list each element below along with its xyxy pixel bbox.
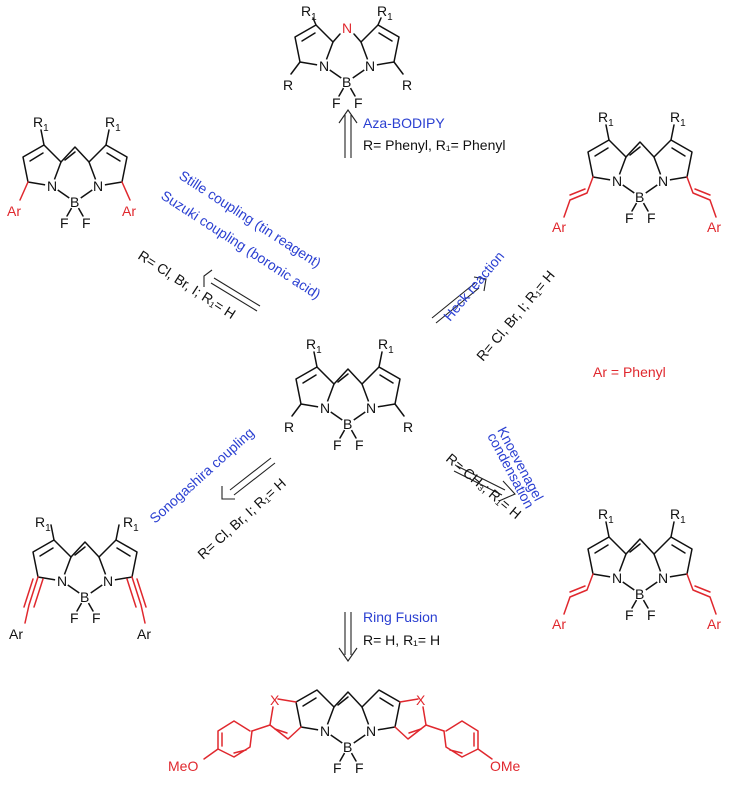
nitrogen-atom-left: N <box>612 173 622 189</box>
r1-substituent-right: R1 <box>670 109 686 129</box>
methoxy-group-left: MeO <box>168 758 198 774</box>
nitrogen-atom-right: N <box>103 573 113 589</box>
ring-fused-product-structure: N N B F F X X MeO OMe <box>168 689 521 776</box>
nitrogen-atom-left: N <box>320 400 330 416</box>
r-substituent-left: R <box>283 77 293 93</box>
aryl-substituent-left: Ar <box>9 626 23 642</box>
arrow-to-aza-bodipy <box>338 109 358 158</box>
heck-reaction-label: Heck reaction <box>440 248 507 324</box>
heteroatom-x-right: X <box>416 692 426 708</box>
boron-atom: B <box>635 586 644 602</box>
aryl-substituent-right: Ar <box>707 219 721 235</box>
r1-substituent-left: R1 <box>598 109 614 129</box>
r-substituent-right: R <box>403 419 413 435</box>
r-substituent-left: R <box>284 419 294 435</box>
aryl-definition-label: Ar = Phenyl <box>593 364 666 380</box>
aryl-substituent-left: Ar <box>7 203 21 219</box>
ring-fusion-conditions: R= H, R₁= H <box>363 632 440 648</box>
aza-bodipy-conditions: R= Phenyl, R₁= Phenyl <box>363 137 505 153</box>
aza-bodipy-structure: N N N B F F R1 R1 R R <box>283 3 412 111</box>
boron-atom: B <box>343 739 352 755</box>
arrow-to-ring-fused-product <box>338 612 358 662</box>
nitrogen-atom-right: N <box>365 58 375 74</box>
aza-nitrogen-atom: N <box>342 20 352 36</box>
sonogashira-product-structure: N N B F F R1 R1 Ar Ar <box>9 514 151 642</box>
fluorine-atom-left: F <box>70 610 79 626</box>
nitrogen-atom-right: N <box>366 400 376 416</box>
fluorine-atom-left: F <box>333 437 342 453</box>
fluorine-atom-right: F <box>92 610 101 626</box>
r1-substituent-right: R1 <box>378 336 394 356</box>
aryl-substituent-right: Ar <box>707 616 721 632</box>
heteroatom-x-left: X <box>270 692 280 708</box>
r1-substituent-left: R1 <box>598 506 614 526</box>
stille-suzuki-product-structure: N N B F F R1 R1 Ar Ar <box>7 114 136 231</box>
r1-substituent-right: R1 <box>670 506 686 526</box>
r1-substituent-left: R1 <box>301 3 317 23</box>
r1-substituent-right: R1 <box>377 3 393 23</box>
boron-atom: B <box>70 194 79 210</box>
arrow-to-knoevenagel-product <box>453 465 516 502</box>
nitrogen-atom-left: N <box>319 58 329 74</box>
fluorine-atom-right: F <box>647 607 656 623</box>
arrow-to-stille-suzuki-product <box>203 269 261 312</box>
r-substituent-right: R <box>402 77 412 93</box>
aryl-substituent-right: Ar <box>137 626 151 642</box>
aryl-substituent-left: Ar <box>552 616 566 632</box>
aryl-substituent-left: Ar <box>552 219 566 235</box>
fluorine-atom-left: F <box>625 210 634 226</box>
arrow-to-sonogashira-product <box>221 457 276 500</box>
methoxy-group-right: OMe <box>490 758 521 774</box>
fluorine-atom-right: F <box>355 760 364 776</box>
knoevenagel-product-structure: N N B F F R1 R1 Ar Ar <box>552 506 721 632</box>
r1-substituent-right: R1 <box>123 514 139 534</box>
fluorine-atom-left: F <box>332 95 341 111</box>
fluorine-atom-left: F <box>60 215 69 231</box>
fluorine-atom-left: F <box>333 760 342 776</box>
fluorine-atom-right: F <box>354 95 363 111</box>
r1-substituent-right: R1 <box>105 114 121 134</box>
r1-substituent-left: R1 <box>33 114 49 134</box>
nitrogen-atom-right: N <box>658 570 668 586</box>
stille-suzuki-conditions: R= Cl, Br, I; R₁= H <box>135 247 238 322</box>
boron-atom: B <box>80 589 89 605</box>
central-bodipy-core: N N B F F R1 R1 R R <box>284 336 413 453</box>
nitrogen-atom-right: N <box>366 723 376 739</box>
arrow-to-heck-product <box>431 276 487 324</box>
boron-atom: B <box>342 74 351 90</box>
nitrogen-atom-right: N <box>93 178 103 194</box>
aryl-substituent-right: Ar <box>122 203 136 219</box>
aza-bodipy-reaction-label: Aza-BODIPY <box>363 115 445 131</box>
r1-substituent-left: R1 <box>35 514 51 534</box>
fluorine-atom-right: F <box>355 437 364 453</box>
nitrogen-atom-left: N <box>320 723 330 739</box>
fluorine-atom-right: F <box>82 215 91 231</box>
r1-substituent-left: R1 <box>306 336 322 356</box>
nitrogen-atom-left: N <box>57 573 67 589</box>
nitrogen-atom-left: N <box>47 178 57 194</box>
boron-atom: B <box>343 416 352 432</box>
heck-product-structure: N N B F F R1 R1 Ar Ar <box>552 109 721 235</box>
ring-fusion-label: Ring Fusion <box>363 609 438 625</box>
boron-atom: B <box>635 189 644 205</box>
fluorine-atom-right: F <box>647 210 656 226</box>
nitrogen-atom-left: N <box>612 570 622 586</box>
nitrogen-atom-right: N <box>658 173 668 189</box>
sonogashira-conditions: R= Cl, Br, I; R₁= H <box>194 475 289 562</box>
fluorine-atom-left: F <box>625 607 634 623</box>
